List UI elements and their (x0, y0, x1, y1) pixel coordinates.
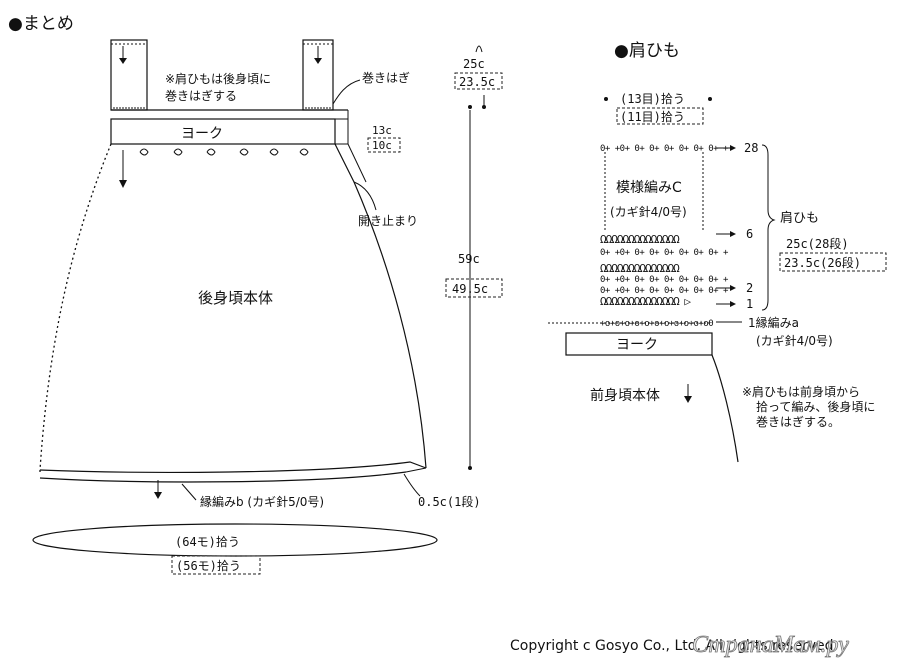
strap-note-line2: 巻きはぎする (165, 89, 237, 103)
edging-arrow-icon (154, 492, 162, 499)
gather-marks (139, 148, 309, 156)
back-body-shape (39, 143, 427, 483)
strap-note-r2: 拾って編み、後身頃に (756, 399, 875, 414)
strap-pickup-box (616, 107, 704, 125)
svg-text:ΩΩΩΩΩΩΩΩΩΩΩΩΩΩ: ΩΩΩΩΩΩΩΩΩΩΩΩΩΩ (600, 262, 680, 275)
svg-text:2: 2 (746, 281, 753, 295)
height-dim-59: 59c (458, 252, 480, 266)
strap-title: 肩ひも (780, 210, 819, 226)
left-strap (110, 39, 148, 111)
front-arrow-icon (684, 396, 692, 403)
edging-a-label: 1縁編みa (748, 315, 799, 330)
back-body-label: 後身頃本体 (198, 289, 273, 307)
svg-text:0+ +0+ 0+ 0+ 0+ 0+ 0+ 0+ +: 0+ +0+ 0+ 0+ 0+ 0+ 0+ 0+ + (600, 248, 729, 258)
pattern-hook-label: (カギ針4/0号) (610, 204, 687, 219)
yoke-label: ヨーク (181, 126, 223, 142)
makihagi-leader (332, 79, 361, 105)
strap-dim-23-5: 23.5c(26段) (784, 255, 861, 270)
edging-dim: 0.5c(1段) (418, 494, 481, 509)
strap-heading: ●肩ひも (614, 41, 680, 61)
strap-dim-25: 25c(28段) (786, 236, 849, 251)
strap-pickup-11: (11目)拾う (620, 109, 685, 124)
yoke-dim-box (367, 137, 401, 153)
top-dim-23-5: 23.5c (459, 75, 495, 89)
yoke-dim-10: 10c (372, 139, 392, 152)
copyright: Copyright c Gosyo Co., Ltd. All rights r… (510, 638, 838, 654)
strap-note-r1: ※肩ひもは前身頃から (742, 384, 860, 399)
front-yoke-label: ヨーク (616, 337, 658, 353)
top-dim-25: 25c (463, 57, 485, 71)
yoke-dim-13: 13c (372, 124, 392, 137)
strap-note-r3: 巻きはぎする。 (756, 415, 840, 429)
svg-text:1: 1 (746, 297, 753, 311)
summary-heading: ●まとめ (8, 14, 74, 34)
height-dim-49-5: 49.5c (452, 282, 488, 296)
svg-text:ΩΩΩΩΩΩΩΩΩΩΩΩΩΩ: ΩΩΩΩΩΩΩΩΩΩΩΩΩΩ (600, 233, 680, 246)
down-arrow-icon (119, 180, 127, 188)
hem-pickup-64: (64モ)拾う (175, 534, 240, 549)
hem-pickup-box (171, 555, 261, 575)
front-body-label: 前身頃本体 (590, 387, 660, 404)
svg-text:0+ +0+ 0+ 0+ 0+ 0+ 0+ 0+ +: 0+ +0+ 0+ 0+ 0+ 0+ 0+ 0+ + (600, 286, 729, 296)
watermark: СтранаМам.ру (692, 632, 849, 658)
edging-a-hook: (カギ針4/0号) (756, 333, 833, 348)
front-body-edge (711, 354, 739, 463)
row-labels: 28 6 2 1 (716, 141, 758, 311)
svg-text:28: 28 (744, 141, 758, 155)
top-dim-caret (475, 45, 483, 53)
stitch-chart: 0+ +0+ 0+ 0+ 0+ 0+ 0+ 0+ + ΩΩΩΩΩΩΩΩΩΩΩΩΩ… (548, 144, 729, 329)
strap-note-line1: ※肩ひもは後身頃に (165, 71, 271, 86)
svg-text:+o+o+o+o+o+o+o+o+o+o+o0: +o+o+o+o+o+o+o+o+o+o+o0 (600, 319, 713, 329)
hem-pickup-56: (56モ)拾う (176, 558, 241, 573)
svg-text:0+ +0+ 0+ 0+ 0+ 0+ 0+ 0+ +: 0+ +0+ 0+ 0+ 0+ 0+ 0+ 0+ + (600, 144, 729, 154)
svg-text:ΩΩΩΩΩΩΩΩΩΩΩΩΩΩ ▷: ΩΩΩΩΩΩΩΩΩΩΩΩΩΩ ▷ (600, 295, 691, 308)
strap-pickup-13: (13目)拾う (620, 91, 685, 106)
edging-b-label: 縁編みb (カギ針5/0号) (200, 494, 324, 509)
strap-dim-box (779, 252, 887, 272)
akidomari-label: 開き止まり (358, 214, 418, 228)
svg-text:0+ +0+ 0+ 0+ 0+ 0+ 0+ 0+ +: 0+ +0+ 0+ 0+ 0+ 0+ 0+ 0+ + (600, 275, 729, 285)
makihagi-label: 巻きはぎ (362, 71, 410, 85)
height-dim-box (445, 278, 503, 298)
top-dim-box (454, 72, 503, 90)
svg-text:6: 6 (746, 227, 753, 241)
akidomari-leader (353, 181, 377, 211)
strap-brace (761, 144, 776, 311)
pattern-c-label: 模様編みC (616, 180, 682, 196)
right-strap (302, 39, 334, 111)
back-yoke: ヨーク (110, 109, 349, 145)
